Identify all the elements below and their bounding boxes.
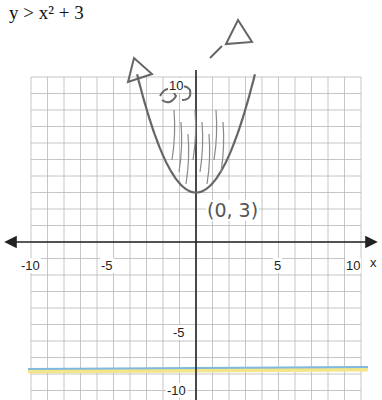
axis-label: x [369,255,378,270]
grid-line [295,77,296,400]
shading-stroke [207,134,210,184]
shading-stroke [214,110,217,160]
grid-line [344,77,345,400]
grid-line [97,77,98,400]
grid-line [245,77,246,400]
shading-stroke [186,134,189,184]
inequality-title: y > x² + 3 [8,2,85,23]
vertex-label: (0, 3) [206,200,259,221]
grid-line [212,77,213,400]
axis-label: -10 [166,383,187,398]
grid-line [64,77,65,400]
shading-stroke [221,122,224,172]
grid-line [113,77,114,400]
shading-stroke [200,122,203,172]
grid-line [80,77,81,400]
shading-stroke [193,110,196,160]
axis-label: 5 [273,258,282,273]
shading-stroke [172,110,175,160]
axis-label: 10 [168,78,184,93]
shading-stroke [179,122,182,172]
curve-arrow [128,20,252,102]
grid-line [130,77,131,400]
grid-line [229,77,230,400]
grid-line [31,77,32,400]
grid-line [328,77,329,400]
grid-line [361,77,362,400]
axis-label: 10 [345,258,361,273]
grid-line [47,77,48,400]
grid-line [146,77,147,400]
axes [6,70,376,400]
parabola-curve [137,74,255,192]
axis-label: -5 [100,258,114,273]
axis-label: -5 [172,325,186,340]
grid-line [262,77,263,400]
axis-label: -10 [20,258,41,273]
grid-line [278,77,279,400]
highlight-line [28,367,368,369]
grid-line [163,77,164,400]
grid-line [179,77,180,400]
grid-line [311,77,312,400]
